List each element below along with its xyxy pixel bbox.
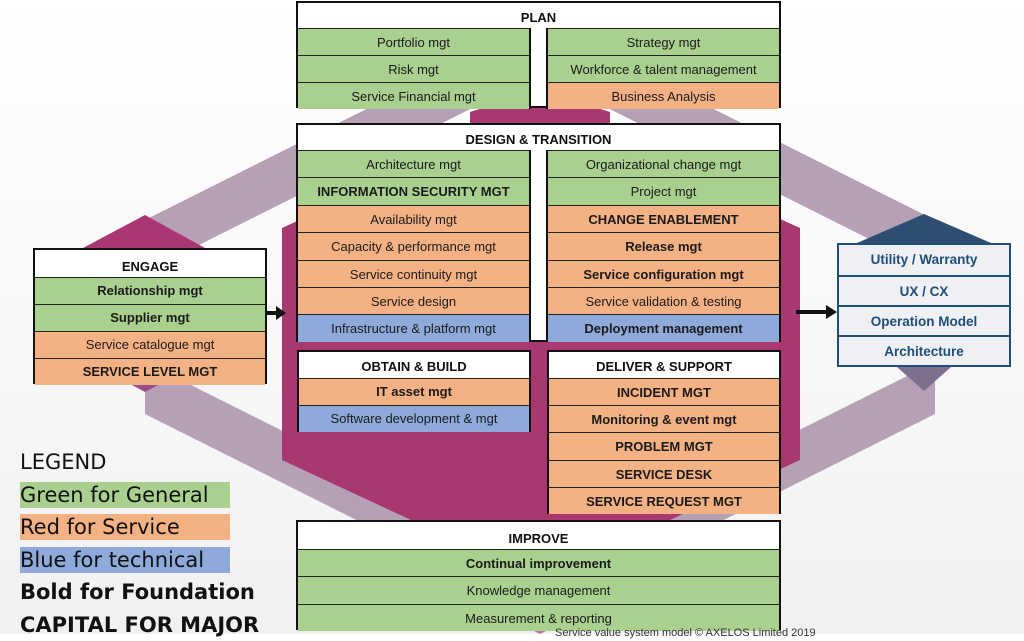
design-right-column: Organizational change mgt Project mgt CH…	[546, 150, 779, 342]
practice-portfolio-mgt[interactable]: Portfolio mgt	[298, 28, 529, 55]
legend-blue-technical: Blue for technical	[20, 544, 269, 577]
practice-organizational-change-mgt[interactable]: Organizational change mgt	[548, 150, 779, 177]
practice-strategy-mgt[interactable]: Strategy mgt	[548, 28, 779, 55]
practice-release-mgt[interactable]: Release mgt	[548, 232, 779, 259]
practice-infrastructure-platform-mgt[interactable]: Infrastructure & platform mgt	[298, 314, 529, 341]
design-transition-box: DESIGN & TRANSITION Architecture mgt INF…	[296, 123, 781, 342]
practice-it-asset-mgt[interactable]: IT asset mgt	[299, 378, 529, 405]
practice-risk-mgt[interactable]: Risk mgt	[298, 55, 529, 82]
deliver-title: DELIVER & SUPPORT	[549, 352, 779, 378]
obtain-build-box: OBTAIN & BUILD IT asset mgt Software dev…	[297, 350, 531, 432]
arrow-right-icon	[796, 305, 838, 319]
practice-project-mgt[interactable]: Project mgt	[548, 177, 779, 204]
plan-left-column: Portfolio mgt Risk mgt Service Financial…	[298, 28, 531, 109]
practice-capacity-performance-mgt[interactable]: Capacity & performance mgt	[298, 232, 529, 259]
practice-service-catalogue-mgt[interactable]: Service catalogue mgt	[35, 331, 265, 358]
practice-software-development-mgt[interactable]: Software development & mgt	[299, 405, 529, 432]
practice-service-level-mgt[interactable]: SERVICE LEVEL MGT	[35, 358, 265, 385]
legend-title: LEGEND	[20, 446, 269, 479]
practice-service-desk[interactable]: SERVICE DESK	[549, 460, 779, 487]
engage-title: ENGAGE	[35, 250, 265, 277]
legend: LEGEND Green for General Red for Service…	[20, 446, 269, 641]
practice-information-security-mgt[interactable]: INFORMATION SECURITY MGT	[298, 177, 529, 204]
practice-problem-mgt[interactable]: PROBLEM MGT	[549, 432, 779, 459]
engage-box: ENGAGE Relationship mgt Supplier mgt Ser…	[33, 248, 267, 384]
practice-change-enablement[interactable]: CHANGE ENABLEMENT	[548, 205, 779, 232]
value-outcomes-box: Utility / Warranty UX / CX Operation Mod…	[837, 243, 1011, 367]
practice-monitoring-event-mgt[interactable]: Monitoring & event mgt	[549, 405, 779, 432]
plan-right-column: Strategy mgt Workforce & talent manageme…	[546, 28, 779, 109]
value-operation-model[interactable]: Operation Model	[839, 305, 1009, 335]
improve-title: IMPROVE	[298, 522, 779, 549]
arrow-right-icon	[267, 306, 287, 320]
practice-service-continuity-mgt[interactable]: Service continuity mgt	[298, 260, 529, 287]
design-title: DESIGN & TRANSITION	[298, 125, 779, 150]
design-left-column: Architecture mgt INFORMATION SECURITY MG…	[298, 150, 531, 342]
legend-bold-foundation: Bold for Foundation	[20, 576, 269, 609]
legend-green-general: Green for General	[20, 479, 269, 512]
improve-box: IMPROVE Continual improvement Knowledge …	[296, 520, 781, 630]
deliver-support-box: DELIVER & SUPPORT INCIDENT MGT Monitorin…	[547, 350, 781, 514]
practice-service-validation-testing[interactable]: Service validation & testing	[548, 287, 779, 314]
practice-service-request-mgt[interactable]: SERVICE REQUEST MGT	[549, 487, 779, 514]
value-architecture[interactable]: Architecture	[839, 335, 1009, 365]
plan-title: PLAN	[298, 3, 779, 28]
practice-availability-mgt[interactable]: Availability mgt	[298, 205, 529, 232]
practice-service-configuration-mgt[interactable]: Service configuration mgt	[548, 260, 779, 287]
practice-supplier-mgt[interactable]: Supplier mgt	[35, 304, 265, 331]
practice-deployment-management[interactable]: Deployment management	[548, 314, 779, 341]
practice-service-financial-mgt[interactable]: Service Financial mgt	[298, 82, 529, 109]
plan-box: PLAN Portfolio mgt Risk mgt Service Fina…	[296, 1, 781, 108]
practice-service-design[interactable]: Service design	[298, 287, 529, 314]
practice-knowledge-management[interactable]: Knowledge management	[298, 576, 779, 603]
practice-business-analysis[interactable]: Business Analysis	[548, 82, 779, 109]
practice-continual-improvement[interactable]: Continual improvement	[298, 549, 779, 576]
copyright-caption: Service value system model © AXELOS Limi…	[555, 627, 816, 639]
practice-architecture-mgt[interactable]: Architecture mgt	[298, 150, 529, 177]
obtain-title: OBTAIN & BUILD	[299, 352, 529, 378]
practice-incident-mgt[interactable]: INCIDENT MGT	[549, 378, 779, 405]
value-utility-warranty[interactable]: Utility / Warranty	[839, 245, 1009, 275]
legend-capital-major: CAPITAL FOR MAJOR	[20, 609, 269, 641]
value-ux-cx[interactable]: UX / CX	[839, 275, 1009, 305]
legend-red-service: Red for Service	[20, 511, 269, 544]
practice-relationship-mgt[interactable]: Relationship mgt	[35, 277, 265, 304]
practice-workforce-talent-mgt[interactable]: Workforce & talent management	[548, 55, 779, 82]
